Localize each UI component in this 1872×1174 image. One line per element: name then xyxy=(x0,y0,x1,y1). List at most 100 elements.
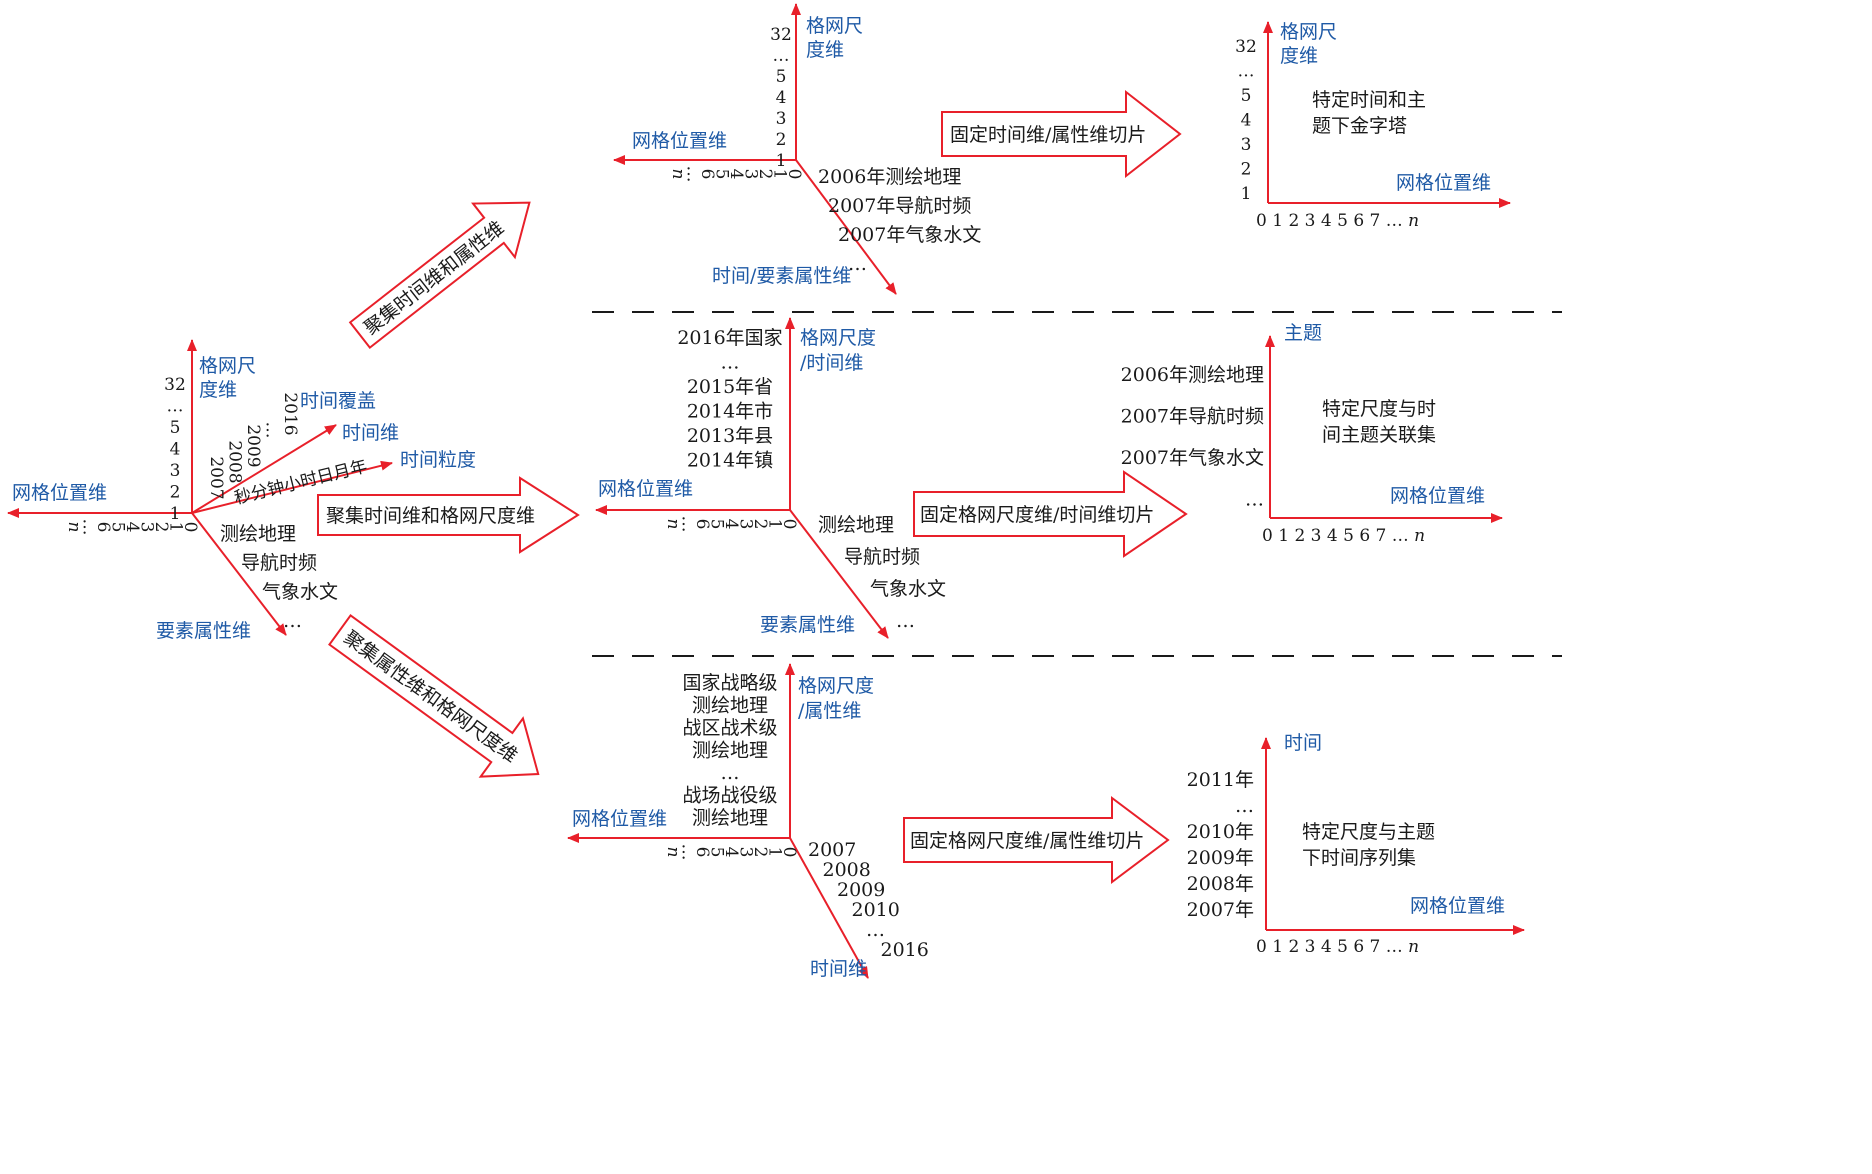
source-position-ticks-item: 5 xyxy=(108,522,128,533)
middle-position-ticks-item: 0 xyxy=(779,519,799,530)
op-arrow-bottom-label: 聚集属性维和格网尺度维 xyxy=(339,627,521,768)
middle-position-ticks-item: … xyxy=(678,516,698,533)
op-arrow-top-label: 聚集时间维和属性维 xyxy=(360,217,508,340)
bottom-position-ticks-item: 2 xyxy=(750,847,770,858)
bottom-left-labels-item: 国家战略级 xyxy=(682,672,777,694)
top-position-ticks-item: 1 xyxy=(770,169,790,180)
source-scale-ticks-item: 1 xyxy=(170,504,181,524)
bottom-diag-items-item: 2007 xyxy=(808,839,856,861)
middle-result-y-ticks-item: … xyxy=(1245,489,1264,511)
source-scale-ticks-item: 5 xyxy=(170,418,181,438)
top-result-y-ticks-item: 1 xyxy=(1241,184,1252,204)
middle-diag-items-item: 导航时频 xyxy=(844,546,920,568)
bottom-left-labels-item: 测绘地理 xyxy=(692,695,768,717)
source-time-coverage-label: 时间覆盖 xyxy=(300,390,376,412)
bottom-position-ticks-item: 4 xyxy=(721,847,741,858)
bottom-position-ticks-item: 6 xyxy=(692,847,712,858)
middle-slice-arrow-label: 固定格网尺度维/时间维切片 xyxy=(920,504,1154,526)
source-position-ticks-item: 3 xyxy=(137,522,157,533)
bottom-result-y-ticks-item: 2011年 xyxy=(1187,769,1254,791)
top-result-y-ticks-item: 32 xyxy=(1235,37,1257,57)
source-time-label: 时间维 xyxy=(342,422,399,444)
op-arrow-top: 聚集时间维和属性维 xyxy=(348,201,531,350)
middle-diag-axis xyxy=(789,509,889,639)
source-year-ticks-item: 2009 xyxy=(243,424,263,467)
middle-position-ticks-item: 5 xyxy=(707,519,727,530)
bottom-left-labels-item: 测绘地理 xyxy=(692,740,768,762)
bottom-left-labels-item: 战场战役级 xyxy=(682,785,777,807)
bottom-diag-items-item: 2009 xyxy=(837,879,885,901)
bottom-diag-label: 时间维 xyxy=(810,958,867,980)
source-attribute-axis xyxy=(191,512,287,636)
middle-left-labels-item: 2013年县 xyxy=(687,425,773,447)
top-slice-arrow: 固定时间维/属性维切片 xyxy=(941,89,1182,179)
diagram-canvas: 格网尺度维 网格位置维 要素属性维 时间覆盖 时间维 时间粒度 32…54321… xyxy=(7,3,1562,980)
middle-left-labels-item: … xyxy=(721,352,740,374)
top-result-caption: 特定时间和主题下金字塔 xyxy=(1312,89,1426,137)
bottom-position-label: 网格位置维 xyxy=(572,808,667,830)
bottom-slice-arrow-label: 固定格网尺度维/属性维切片 xyxy=(910,830,1144,852)
bottom-left-labels-item: 战区战术级 xyxy=(682,717,777,739)
top-scale-ticks-item: … xyxy=(773,46,790,66)
bottom-diag-items-item: 2010 xyxy=(852,899,900,921)
top-scale-ticks-item: 4 xyxy=(776,88,787,108)
middle-left-labels-item: 2014年镇 xyxy=(687,450,773,472)
top-result-y-ticks-item: 4 xyxy=(1241,111,1252,131)
top-position-ticks-item: 3 xyxy=(741,169,761,180)
middle-left-labels-item: 2015年省 xyxy=(687,376,773,398)
bottom-result-y-ticks-item: 2008年 xyxy=(1187,873,1254,895)
source-year-ticks-item: 2008 xyxy=(225,440,245,483)
bottom-left-labels-item: … xyxy=(721,762,740,784)
top-scale-ticks-item: 32 xyxy=(770,25,792,45)
top-position-ticks-item: n xyxy=(668,169,688,180)
source-position-ticks-item: n xyxy=(64,522,84,533)
bottom-diag-items-item: 2016 xyxy=(881,939,929,961)
middle-position-ticks-item: 3 xyxy=(736,519,756,530)
top-diag-axis xyxy=(795,159,897,295)
source-scale-ticks-item: 3 xyxy=(170,461,181,481)
source-attribute-label: 要素属性维 xyxy=(156,620,251,642)
top-result-x-ticks: 0 1 2 3 4 5 6 7 … n xyxy=(1256,211,1419,231)
middle-position-ticks-item: 2 xyxy=(750,519,770,530)
bottom-cube: 格网尺度/属性维 网格位置维 时间维 国家战略级测绘地理战区战术级测绘地理…战场… xyxy=(567,663,929,980)
middle-diag-items-item: 气象水文 xyxy=(870,578,946,600)
source-time-axis xyxy=(191,424,337,514)
source-attribute-items-item: 测绘地理 xyxy=(220,523,296,545)
source-position-ticks-item: 1 xyxy=(166,522,186,533)
top-position-ticks-item: 6 xyxy=(697,169,717,180)
middle-result-y-label: 主题 xyxy=(1284,322,1322,344)
bottom-diag-items-item: 2008 xyxy=(823,859,871,881)
source-year-ticks-item: 2007 xyxy=(206,456,226,499)
bottom-position-ticks-item: n xyxy=(663,847,683,858)
middle-left-labels-item: 2014年市 xyxy=(687,401,773,423)
bottom-diag-items-item: … xyxy=(866,919,885,941)
top-position-ticks-item: 4 xyxy=(726,169,746,180)
middle-position-ticks-item: 1 xyxy=(765,519,785,530)
bottom-result-y-ticks-item: 2007年 xyxy=(1187,899,1254,921)
top-result-y-ticks-item: 5 xyxy=(1241,86,1252,106)
source-attribute-items-item: … xyxy=(283,610,302,632)
top-result-x-label: 网格位置维 xyxy=(1396,172,1491,194)
bottom-result-y-ticks-item: 2010年 xyxy=(1187,821,1254,843)
middle-diag-label: 要素属性维 xyxy=(760,614,855,636)
middle-result-y-ticks: 2006年测绘地理2007年导航时频2007年气象水文… xyxy=(1121,364,1264,511)
bottom-scale-label: 格网尺度/属性维 xyxy=(798,675,874,722)
top-diag-items-item: 2007年气象水文 xyxy=(838,224,981,246)
middle-diag-items: 测绘地理导航时频气象水文… xyxy=(818,514,946,632)
middle-position-label: 网格位置维 xyxy=(598,478,693,500)
top-scale-ticks-item: 2 xyxy=(776,130,787,150)
top-result-y-label: 格网尺度维 xyxy=(1280,21,1337,67)
top-slice-arrow-label: 固定时间维/属性维切片 xyxy=(950,124,1146,146)
top-scale-ticks-item: 5 xyxy=(776,67,787,87)
bottom-position-ticks-item: … xyxy=(678,844,698,861)
source-granularity-axis xyxy=(191,460,393,514)
